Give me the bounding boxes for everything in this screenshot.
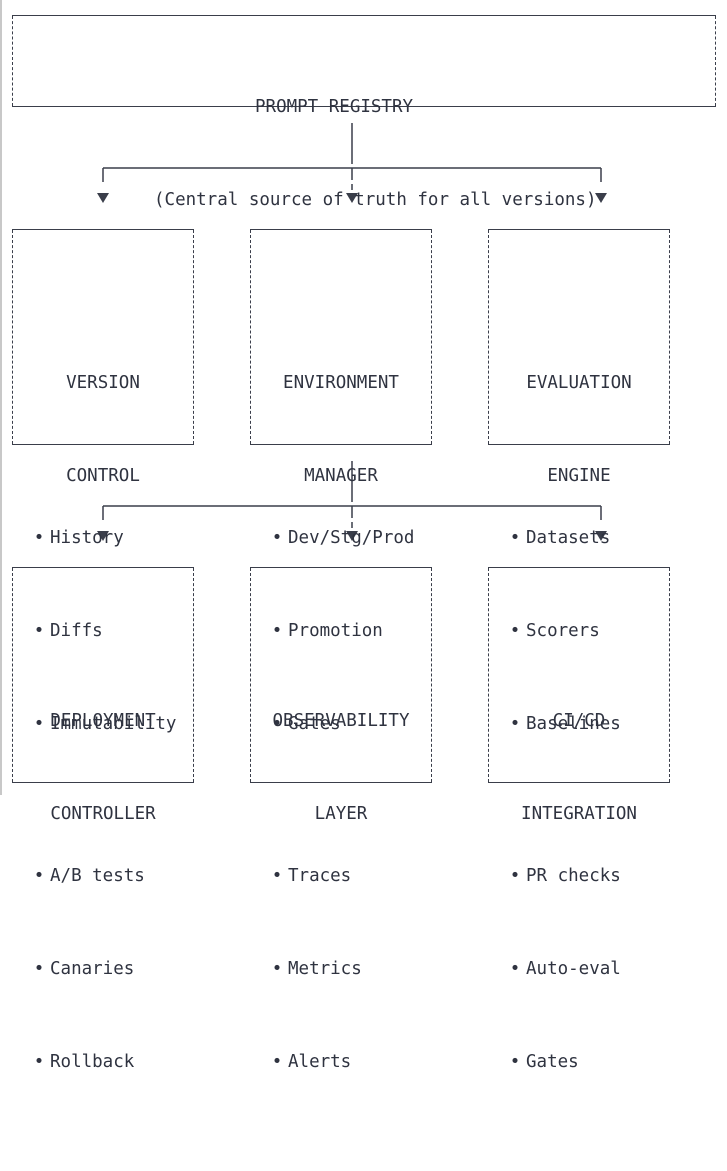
list-item: •Datasets <box>504 523 670 554</box>
list-item: •Auto-eval <box>504 954 670 985</box>
bullet-icon: • <box>33 959 45 979</box>
list-item: •Rollback <box>28 1047 194 1078</box>
environment-manager-box: ENVIRONMENT MANAGER •Dev/Stg/Prod •Promo… <box>250 229 432 734</box>
list-item: •Traces <box>266 861 432 892</box>
registry-subtitle: (Central source of truth for all version… <box>154 190 597 210</box>
observability-layer-box: OBSERVABILITY LAYER •Traces •Metrics •Al… <box>250 567 432 1072</box>
bullet-icon: • <box>33 714 45 734</box>
arrow-down-icon <box>595 193 607 203</box>
arrow-down-icon <box>346 193 358 203</box>
list-item: •Immutability <box>28 709 194 740</box>
box-title-line: CONTROL <box>66 466 140 486</box>
feature-list: •A/B tests •Canaries •Rollback <box>12 799 194 1140</box>
list-item: •History <box>28 523 194 554</box>
bullet-icon: • <box>33 866 45 886</box>
list-item: •Scorers <box>504 616 670 647</box>
list-item: •Canaries <box>28 954 194 985</box>
box-title-line: DEPLOYMENT <box>50 711 156 731</box>
list-item: •Gates <box>504 1047 670 1078</box>
evaluation-engine-box: EVALUATION ENGINE •Datasets •Scorers •Ba… <box>488 229 670 734</box>
frame-edge <box>0 0 2 795</box>
bullet-icon: • <box>271 621 283 641</box>
bullet-icon: • <box>271 528 283 548</box>
feature-list: •Datasets •Scorers •Baselines <box>488 461 670 802</box>
box-title-line: ENGINE <box>547 466 611 486</box>
list-item: •Baselines <box>504 709 670 740</box>
bullet-icon: • <box>509 959 521 979</box>
deployment-controller-box: DEPLOYMENT CONTROLLER •A/B tests •Canari… <box>12 567 194 1072</box>
registry-title: PROMPT REGISTRY <box>255 97 414 117</box>
list-item: •Alerts <box>266 1047 432 1078</box>
prompt-registry-box: PROMPT REGISTRY (Central source of truth… <box>12 15 716 210</box>
list-item: •A/B tests <box>28 861 194 892</box>
feature-list: •Traces •Metrics •Alerts <box>250 799 432 1140</box>
box-title-line: VERSION <box>66 373 140 393</box>
list-item: •Promotion <box>266 616 432 647</box>
box-title-line: OBSERVABILITY <box>272 711 410 731</box>
bullet-icon: • <box>509 621 521 641</box>
feature-list: •Dev/Stg/Prod •Promotion •Gates <box>250 461 432 802</box>
ci-cd-integration-box: CI/CD INTEGRATION •PR checks •Auto-eval … <box>488 567 670 1072</box>
bullet-icon: • <box>33 528 45 548</box>
arrow-down-icon <box>97 193 109 203</box>
bullet-icon: • <box>271 866 283 886</box>
bullet-icon: • <box>271 1052 283 1072</box>
feature-list: •History •Diffs •Immutability <box>12 461 194 802</box>
bullet-icon: • <box>33 621 45 641</box>
list-item: •Diffs <box>28 616 194 647</box>
bullet-icon: • <box>271 714 283 734</box>
bullet-icon: • <box>509 528 521 548</box>
box-title-line: ENVIRONMENT <box>283 373 399 393</box>
list-item: •Gates <box>266 709 432 740</box>
list-item: •PR checks <box>504 861 670 892</box>
list-item: •Dev/Stg/Prod <box>266 523 432 554</box>
connector-lines <box>97 123 607 541</box>
bullet-icon: • <box>509 714 521 734</box>
bullet-icon: • <box>33 1052 45 1072</box>
box-title-line: EVALUATION <box>526 373 632 393</box>
bullet-icon: • <box>509 866 521 886</box>
bullet-icon: • <box>509 1052 521 1072</box>
arrow-down-icon <box>97 531 109 541</box>
bullet-icon: • <box>271 959 283 979</box>
arrow-down-icon <box>595 531 607 541</box>
box-title-line: CI/CD <box>552 711 606 731</box>
arrow-down-icon <box>346 531 358 541</box>
version-control-box: VERSION CONTROL •History •Diffs •Immutab… <box>12 229 194 734</box>
box-title-line: MANAGER <box>304 466 378 486</box>
list-item: •Metrics <box>266 954 432 985</box>
feature-list: •PR checks •Auto-eval •Gates <box>488 799 670 1140</box>
